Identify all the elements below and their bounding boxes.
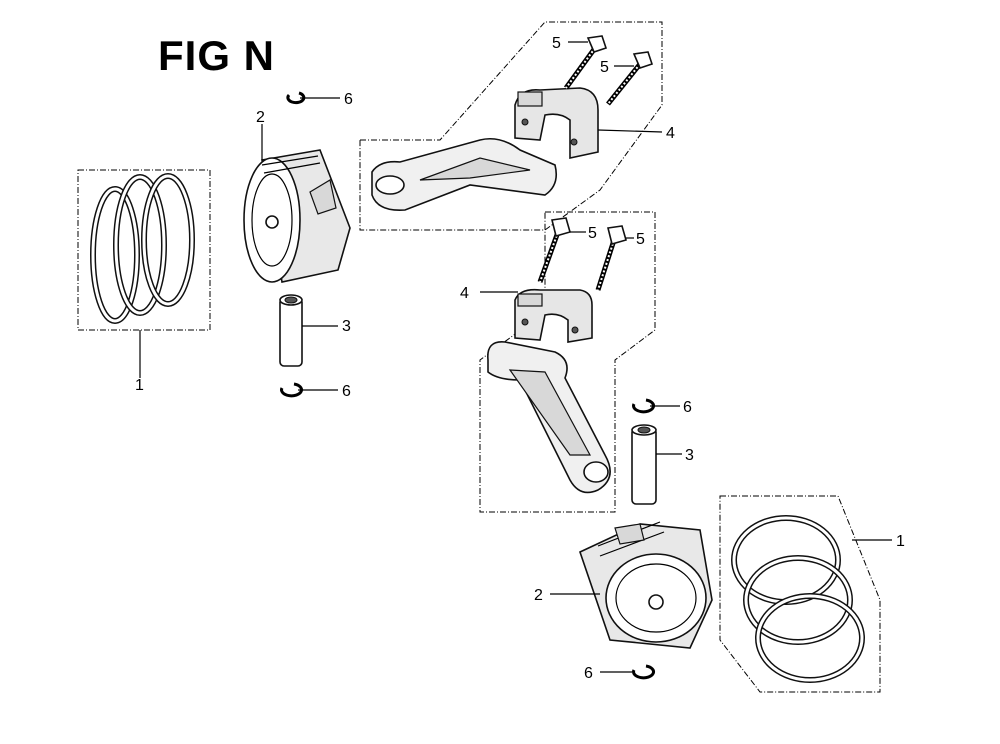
callout-bolt-mid-b: 5 xyxy=(636,231,645,248)
piston-ring-set-right xyxy=(719,495,892,693)
callout-clip-right-bottom: 6 xyxy=(584,665,593,682)
callout-bolt-top-b: 5 xyxy=(600,59,609,76)
callout-clip-bottom-left: 6 xyxy=(342,383,351,400)
clip-bottom-left xyxy=(280,382,338,398)
callout-rings-right: 1 xyxy=(896,533,905,550)
ring-set-right-boundary xyxy=(719,495,881,693)
bolt-top-b xyxy=(606,51,654,106)
clip-right-bottom xyxy=(600,664,656,680)
bolt-top-a xyxy=(563,35,608,90)
callout-pin-right: 3 xyxy=(685,447,694,464)
piston-pin-left xyxy=(279,294,338,367)
clip-top-left xyxy=(286,91,340,105)
rod-top-boundary xyxy=(359,21,663,231)
connecting-rod-top xyxy=(359,21,663,231)
callout-piston-left: 2 xyxy=(256,109,265,126)
piston-right xyxy=(550,521,713,649)
bolt-mid-b xyxy=(595,225,634,291)
callout-bolt-top-a: 5 xyxy=(552,35,561,52)
piston-pin-right xyxy=(631,424,682,505)
callout-rod-top: 4 xyxy=(666,125,675,142)
callout-clip-right-top: 6 xyxy=(683,399,692,416)
callout-piston-right: 2 xyxy=(534,587,543,604)
callout-clip-top-left: 6 xyxy=(344,91,353,108)
bolt-mid-a xyxy=(537,217,586,283)
callout-pin-left: 3 xyxy=(342,318,351,335)
callout-rings-left: 1 xyxy=(135,377,144,394)
figure-title: FIG N xyxy=(158,32,275,79)
callout-rod-middle: 4 xyxy=(460,285,469,302)
callout-bolt-mid-a: 5 xyxy=(588,225,597,242)
ring-set-left-boundary xyxy=(77,169,211,331)
piston-left xyxy=(243,124,351,283)
clip-right-top xyxy=(632,398,680,414)
connecting-rod-middle xyxy=(479,211,656,513)
piston-ring-set-left xyxy=(77,169,211,378)
